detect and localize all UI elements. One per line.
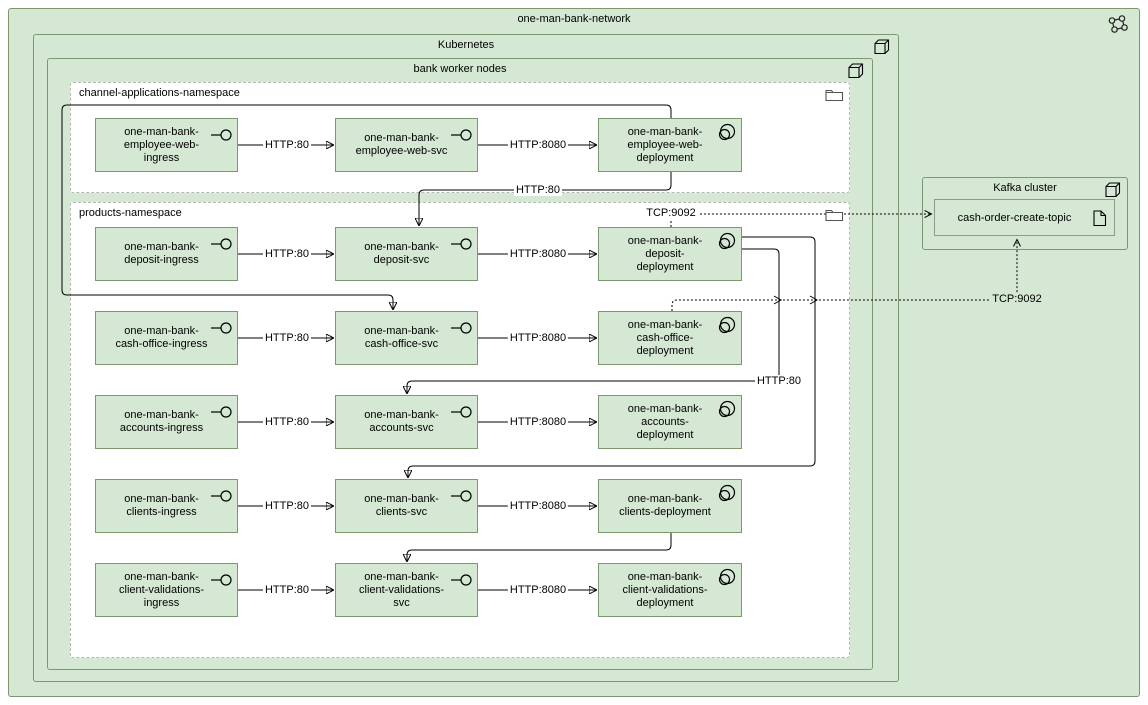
node-one-man-bank-cash-office-deployment[interactable]: one-man-bank- cash-office- deployment <box>598 311 742 365</box>
edge-label-http8080: HTTP:8080 <box>507 416 569 428</box>
node-label: one-man-bank- clients-deployment <box>619 493 711 518</box>
namespace-label: products-namespace <box>79 207 182 219</box>
edge-label-http80: HTTP:80 <box>262 584 312 596</box>
namespace-label: channel-applications-namespace <box>79 87 240 99</box>
network-title: one-man-bank-network <box>517 13 631 25</box>
edge-label-http80: HTTP:80 <box>262 500 312 512</box>
node-one-man-bank-employee-web-ingress[interactable]: one-man-bank- employee-web- ingress <box>95 118 238 172</box>
edge-label-http80: HTTP:80 <box>262 248 312 260</box>
interface-lollipop-icon <box>211 490 232 502</box>
interface-lollipop-icon <box>451 574 472 586</box>
edge-label-http8080: HTTP:8080 <box>507 139 569 151</box>
node-one-man-bank-client-validations-svc[interactable]: one-man-bank- client-validations- svc <box>335 563 478 617</box>
node-label: one-man-bank- cash-office-svc <box>364 325 439 350</box>
deployment-circles-icon <box>718 568 736 586</box>
node-label: one-man-bank- accounts-ingress <box>119 409 204 434</box>
node-one-man-bank-deposit-ingress[interactable]: one-man-bank- deposit-ingress <box>95 227 238 281</box>
node-one-man-bank-clients-svc[interactable]: one-man-bank- clients-svc <box>335 479 478 533</box>
edge-label-tcp9092: TCP:9092 <box>644 207 698 219</box>
node-label: one-man-bank- deposit-ingress <box>124 241 199 266</box>
node-label: one-man-bank- employee-web- deployment <box>627 125 703 164</box>
node-one-man-bank-employee-web-deployment[interactable]: one-man-bank- employee-web- deployment <box>598 118 742 172</box>
node-one-man-bank-client-validations-ingress[interactable]: one-man-bank- client-validations- ingres… <box>95 563 238 617</box>
node-cube-icon <box>1105 182 1121 198</box>
interface-lollipop-icon <box>451 238 472 250</box>
node-label: one-man-bank- employee-web-svc <box>355 132 448 157</box>
deployment-circles-icon <box>718 316 736 334</box>
kubernetes-title: Kubernetes <box>437 39 495 51</box>
node-cube-icon <box>874 39 890 55</box>
topic-label: cash-order-create-topic <box>957 211 1072 224</box>
edge-label-http80: HTTP:80 <box>754 375 804 387</box>
interface-lollipop-icon <box>451 129 472 141</box>
node-one-man-bank-clients-ingress[interactable]: one-man-bank- clients-ingress <box>95 479 238 533</box>
interface-lollipop-icon <box>211 406 232 418</box>
node-label: one-man-bank- clients-svc <box>364 493 439 518</box>
edge-label-http8080: HTTP:8080 <box>507 500 569 512</box>
edge-label-http80: HTTP:80 <box>262 416 312 428</box>
node-cube-icon <box>848 63 864 79</box>
network-nodes-icon <box>1108 15 1128 33</box>
node-one-man-bank-deposit-svc[interactable]: one-man-bank- deposit-svc <box>335 227 478 281</box>
node-label: one-man-bank- client-validations- deploy… <box>622 570 708 609</box>
node-one-man-bank-accounts-svc[interactable]: one-man-bank- accounts-svc <box>335 395 478 449</box>
edge-label-http8080: HTTP:8080 <box>507 248 569 260</box>
edge-label-http8080: HTTP:8080 <box>507 332 569 344</box>
interface-lollipop-icon <box>451 490 472 502</box>
node-label: one-man-bank- accounts-svc <box>364 409 439 434</box>
node-one-man-bank-cash-office-svc[interactable]: one-man-bank- cash-office-svc <box>335 311 478 365</box>
interface-lollipop-icon <box>211 322 232 334</box>
node-label: one-man-bank- accounts- deployment <box>627 402 703 441</box>
folder-icon <box>825 209 844 222</box>
worker-nodes-title: bank worker nodes <box>413 63 507 75</box>
interface-lollipop-icon <box>211 238 232 250</box>
edge-label-http8080: HTTP:8080 <box>507 584 569 596</box>
node-label: one-man-bank- cash-office-ingress <box>115 325 208 350</box>
interface-lollipop-icon <box>451 322 472 334</box>
node-label: one-man-bank- deposit-svc <box>364 241 439 266</box>
node-label: one-man-bank- client-validations- ingres… <box>119 570 204 609</box>
folder-icon <box>825 89 844 102</box>
deployment-circles-icon <box>718 232 736 250</box>
edge-label-http80: HTTP:80 <box>262 139 312 151</box>
deployment-circles-icon <box>718 400 736 418</box>
node-label: one-man-bank- cash-office- deployment <box>627 318 703 357</box>
edge-label-http80: HTTP:80 <box>513 184 563 196</box>
node-one-man-bank-accounts-deployment[interactable]: one-man-bank- accounts- deployment <box>598 395 742 449</box>
deployment-circles-icon <box>718 123 736 141</box>
node-label: one-man-bank- deposit- deployment <box>627 234 703 273</box>
node-one-man-bank-cash-office-ingress[interactable]: one-man-bank- cash-office-ingress <box>95 311 238 365</box>
node-one-man-bank-clients-deployment[interactable]: one-man-bank- clients-deployment <box>598 479 742 533</box>
node-label: one-man-bank- employee-web- ingress <box>123 125 200 164</box>
node-one-man-bank-accounts-ingress[interactable]: one-man-bank- accounts-ingress <box>95 395 238 449</box>
node-cash-order-create-topic[interactable]: cash-order-create-topic <box>934 199 1115 236</box>
interface-lollipop-icon <box>211 574 232 586</box>
edge-label-tcp9092: TCP:9092 <box>990 293 1044 305</box>
edge-label-http80: HTTP:80 <box>262 332 312 344</box>
interface-lollipop-icon <box>211 129 232 141</box>
interface-lollipop-icon <box>451 406 472 418</box>
deployment-circles-icon <box>718 484 736 502</box>
node-label: one-man-bank- clients-ingress <box>124 493 199 518</box>
document-icon <box>1093 210 1107 227</box>
node-label: one-man-bank- client-validations- svc <box>359 570 444 609</box>
node-one-man-bank-employee-web-svc[interactable]: one-man-bank- employee-web-svc <box>335 118 478 172</box>
node-one-man-bank-deposit-deployment[interactable]: one-man-bank- deposit- deployment <box>598 227 742 281</box>
node-one-man-bank-client-validations-deployment[interactable]: one-man-bank- client-validations- deploy… <box>598 563 742 617</box>
kafka-cluster-title: Kafka cluster <box>993 182 1057 194</box>
